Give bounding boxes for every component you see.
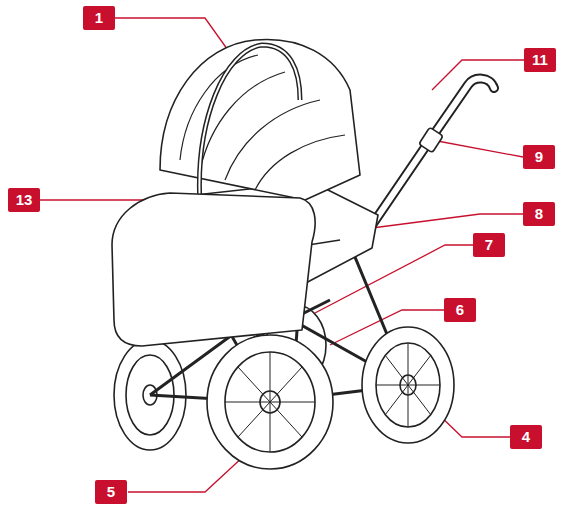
callout-number: 7 [473, 233, 505, 257]
wheel [207, 335, 333, 469]
handle-joint [419, 127, 443, 152]
leader-line [128, 455, 245, 492]
callout-number: 11 [524, 48, 556, 72]
spokes [376, 343, 440, 427]
apron [112, 193, 315, 346]
callout-number: 1 [83, 6, 115, 30]
hood [160, 39, 360, 200]
callout-number: 8 [523, 202, 555, 226]
spokes [225, 352, 315, 452]
leader-lines [40, 18, 524, 492]
wheel [362, 327, 454, 443]
callout-number: 9 [523, 145, 555, 169]
leader-line [372, 214, 523, 228]
callout-number: 5 [95, 480, 127, 504]
leader-line [432, 140, 523, 157]
wheel-rim [225, 352, 315, 452]
callout-number: 13 [8, 188, 40, 212]
wheel-rim [376, 343, 440, 427]
stroller-drawing [112, 39, 494, 469]
callout-number: 4 [510, 425, 542, 449]
callout-number: 6 [444, 298, 476, 322]
